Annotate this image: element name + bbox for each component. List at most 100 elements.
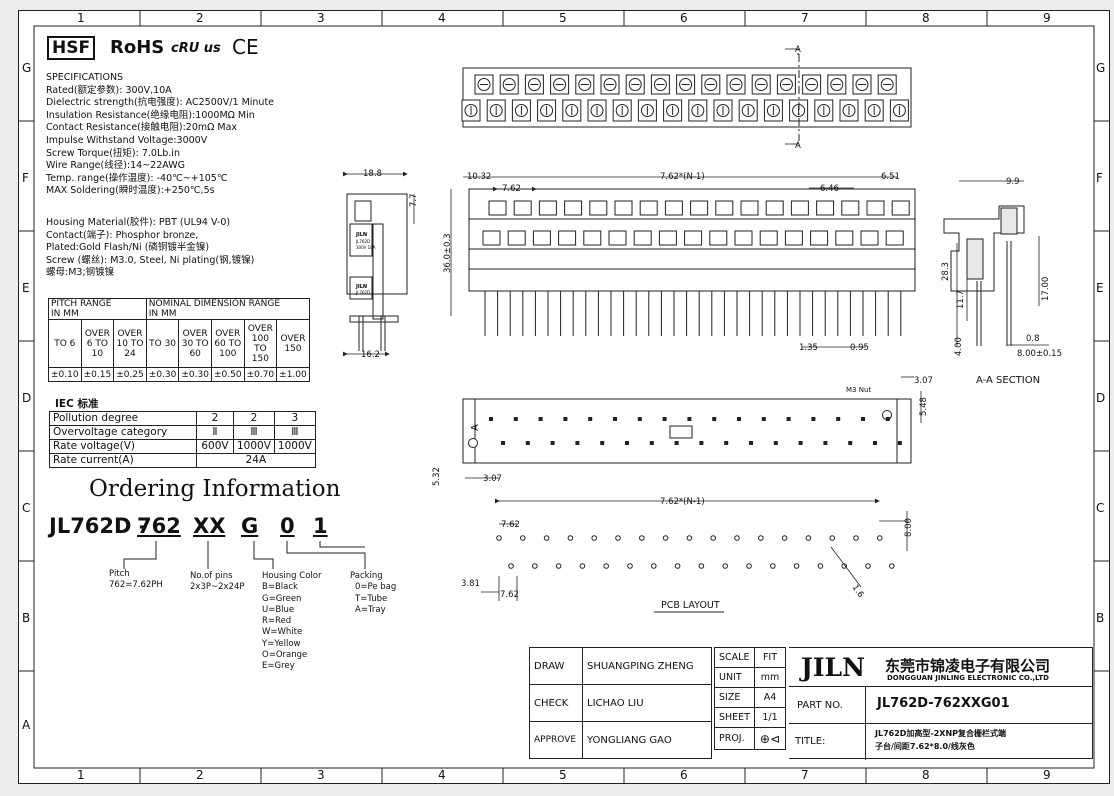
col-label-bottom: 1 [77,768,85,782]
dim-1-6: 1.6 [850,583,866,600]
desc-line: A=Tray [355,604,386,615]
specifications: SPECIFICATIONS Rated(额定参数): 300V,10A Die… [46,72,274,198]
front-screw-bottom [507,230,526,246]
dim-16-2: 16.2 [361,350,380,360]
section-label: A-A SECTION [976,375,1040,386]
spec-line: Wire Range(线径):14~22AWG [46,160,185,172]
col-header: OVER 60 TO 100 [210,319,245,368]
ordering-leaders [123,541,366,569]
pin-dot-bottom [625,441,629,445]
ordering-title: Ordering Information [89,476,341,502]
ordering-packing-desc: Packing 0=Pe bag T=Tube A=Tray [350,571,396,616]
pcb-holes [496,535,895,569]
pcb-hole-top [734,535,740,541]
spec-line: Contact Resistance(接触电阻):20mΩ Max [46,122,238,134]
header-text: PITCH RANGE [51,299,112,309]
pcb-hole-top [543,535,550,541]
dim-0-8: 0.8 [1026,334,1040,344]
pcb-hole-bottom [841,563,848,569]
border-frame [19,11,1109,783]
pcb-hole-top [639,535,645,541]
desc-line: No.of pins [190,571,233,581]
front-screw-top [564,200,583,216]
desc-line: O=Orange [262,650,308,661]
part-number: JL762D-762XXG01 [877,696,1010,711]
col-label-top: 2 [196,11,204,25]
ordering-pins-desc: No.of pins 2x3P~2x24P [190,571,244,592]
spec-line: Temp. range(操作温度): -40℃~+105℃ [46,172,228,184]
proj-label: PROJ. [714,727,755,750]
pcb-hole-top [496,535,502,541]
spec-line: Dielectric strength(抗电强度): AC2500V/1 Min… [46,97,275,109]
iec-value: 24A [196,453,316,468]
desc-line: Housing Color [262,571,322,581]
section-view [943,205,1025,346]
dim-7-7: 7.7 [409,193,419,207]
pin-dot-bottom [600,441,605,445]
pcb-hole-top [567,535,574,541]
pin-dot-top [712,417,717,421]
front-screw-top [891,200,910,216]
pin-dot-bottom [575,441,580,445]
approver-name: YONGLIANG GAO [582,721,712,759]
pcb-hole-bottom [579,563,586,569]
side-label-rating: 300V 10A [356,245,376,250]
desc-line: R=Red [262,616,292,627]
dim-10-32: 10.32 [467,172,491,182]
front-screw-top [589,200,608,216]
pcb-hole-top [686,535,693,541]
scale-value: FIT [753,647,786,668]
front-screws [482,200,910,246]
pcb-hole-bottom [627,563,633,569]
pcb-hole-top [877,535,883,541]
desc-line: G=Green [262,593,302,604]
material-line: Contact(端子): Phosphor bronze, [46,229,199,241]
pcb-layout-label: PCB LAYOUT [661,600,720,611]
col-label-top: 6 [680,11,688,25]
pin-dot-bottom [501,441,505,445]
col-label-bottom: 8 [922,768,930,782]
pin-dot-bottom [749,441,753,445]
row-label-right: D [1096,391,1106,405]
desc-line: T=Tube [355,593,388,604]
pcb-hole-bottom [817,563,824,569]
col-label-bottom: 7 [801,768,809,782]
dim-6-46: 6.46 [820,184,839,194]
side-label-brand: JILN [355,284,367,290]
front-screw-top [866,200,885,216]
pin-dot-bottom [674,441,679,445]
sheet-label: SHEET [714,707,755,728]
col-label-bottom: 6 [680,768,688,782]
desc-line: W=White [262,627,303,638]
technical-drawing: JILN JL762D 300V 10A JILN JL762D 18.8 7.… [343,45,1062,613]
pin-dot-bottom [823,441,828,445]
pin-dot-bottom [550,441,555,445]
pcb-hole-bottom [532,563,538,569]
front-screw-top [513,200,532,216]
pin-dot-top [662,417,667,421]
col-label-top: 9 [1043,11,1051,25]
pcb-hole-top [805,535,812,541]
row-label-right: G [1096,61,1106,75]
title-line-1: JL762D加高型-2XNP复合栅栏式端 [875,729,1007,738]
front-screw-top [690,200,709,216]
pcb-hole-top [520,535,526,541]
pin-dot-top [513,417,518,421]
front-screw-top [715,200,734,216]
row-label-right: B [1096,611,1105,625]
pcb-hole-bottom [770,563,776,569]
pcb-hole-bottom [698,563,705,569]
pin-dot-top [687,417,692,421]
dim-18-8: 18.8 [363,169,382,179]
row-label-left: F [22,171,29,185]
front-screw-bottom [835,230,854,246]
hsf-logo: HSF [47,36,96,60]
pin-dot-top [885,417,890,421]
materials: Housing Material(胶件): PBT (UL94 V-0) Con… [46,217,254,280]
col-label-top: 8 [922,11,930,25]
col-label-bottom: 9 [1043,768,1051,782]
dimension-lines [343,48,1049,601]
ordering-suffix-code: 1 [313,514,328,538]
pin-dot-top [588,417,593,421]
